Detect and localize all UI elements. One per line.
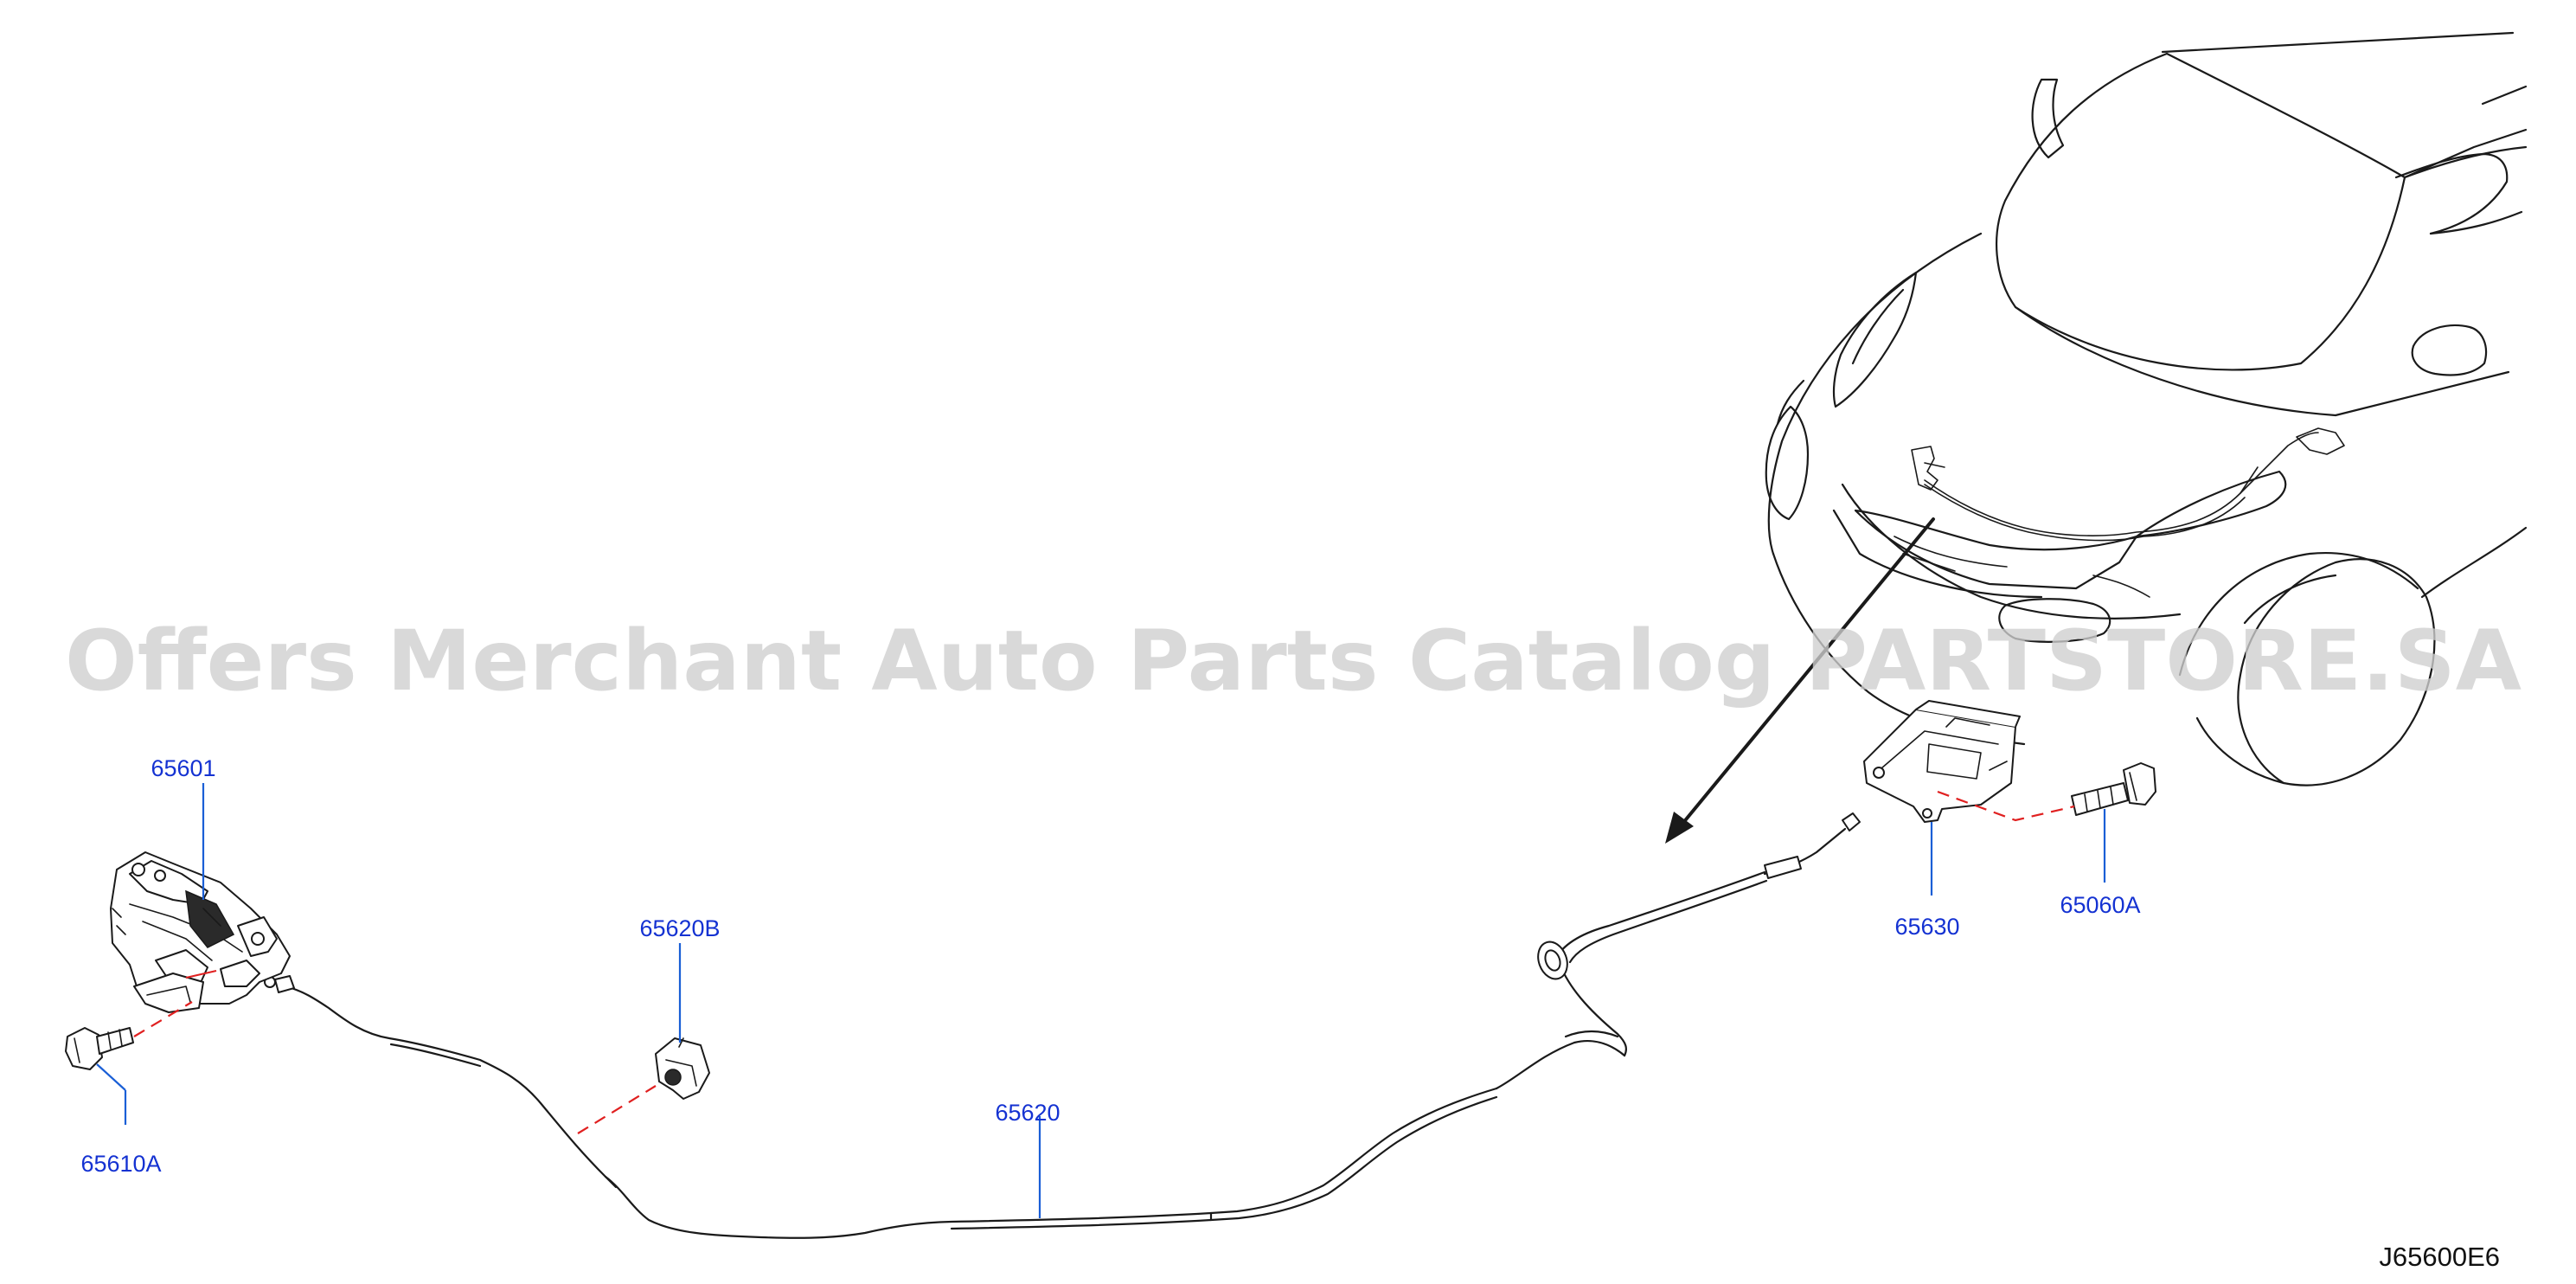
callout-65060A[interactable]: 65060A <box>2060 892 2140 918</box>
callout-65620[interactable]: 65620 <box>995 1100 1060 1126</box>
bolt-65060A <box>2071 762 2156 816</box>
diagram-code: J65600E6 <box>2379 1242 2500 1272</box>
watermark-text: Offers Merchant Auto Parts Catalog PARTS… <box>65 613 2522 709</box>
leader-lines <box>96 783 2106 1218</box>
vehicle-front-outline <box>1765 31 2528 786</box>
release-cable-65620 <box>264 812 1861 1239</box>
callout-65620B[interactable]: 65620B <box>639 915 720 941</box>
bolt-65610A <box>65 1027 134 1070</box>
callout-65630[interactable]: 65630 <box>1894 914 1959 940</box>
hood-release-handle-65630 <box>1863 700 2021 823</box>
location-arrow <box>1665 517 1935 844</box>
alignment-lines <box>133 790 2075 1134</box>
cable-clip-65620B <box>655 1037 710 1100</box>
hood-lock-65601 <box>110 851 291 1013</box>
callout-65601[interactable]: 65601 <box>151 755 215 781</box>
callout-65610A[interactable]: 65610A <box>80 1151 161 1177</box>
